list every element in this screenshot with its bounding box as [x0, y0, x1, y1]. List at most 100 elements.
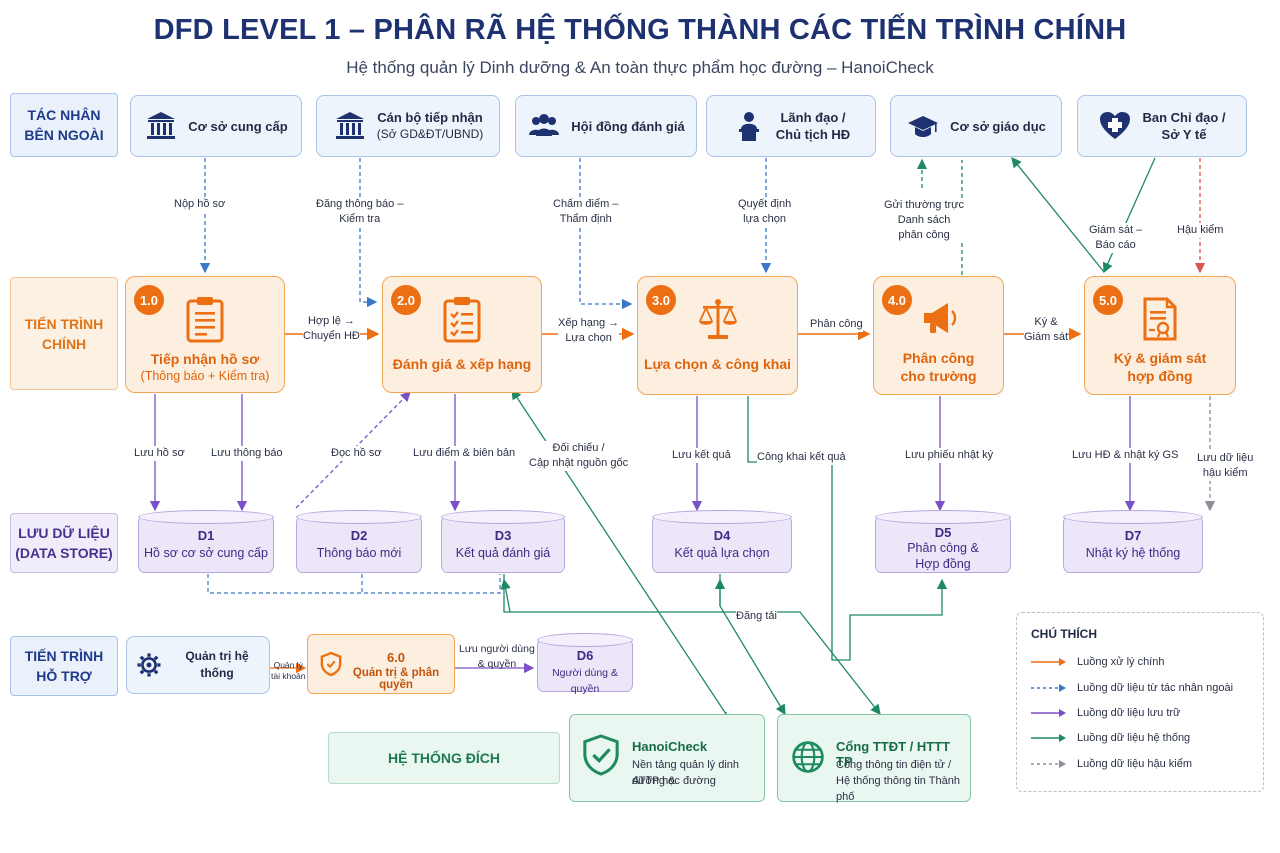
- globe-icon: [792, 741, 824, 773]
- process-3: 3.0 Lựa chọn & công khai: [637, 276, 798, 395]
- health-heart-icon: [1100, 112, 1131, 139]
- flow-label-save-user: Lưu người dùng& quyền: [459, 643, 535, 670]
- page-title: DFD LEVEL 1 – PHÂN RÃ HỆ THỐNG THÀNH CÁC…: [153, 14, 1127, 46]
- process-name: Phân công: [902, 350, 975, 366]
- legend-swatch-gray: [1031, 760, 1066, 768]
- process-name: Tiếp nhận hồ sơ: [150, 351, 260, 367]
- legend-swatch-green: [1031, 734, 1066, 742]
- flow-label-save-log: Lưu phiếu nhật ký: [905, 448, 994, 463]
- actor-receiver: Cán bộ tiếp nhận (Sở GD&ĐT/UBND): [316, 95, 500, 157]
- actor-leader: Lãnh đạo / Chủ tịch HĐ: [706, 95, 876, 157]
- flow-label-crosscheck: Đối chiếu /Cập nhật nguồn gốc: [529, 441, 629, 471]
- page-subtitle: Hệ thống quản lý Dinh dưỡng & An toàn th…: [346, 58, 934, 77]
- band-support: TIẾN TRÌNH HỖ TRỢ: [10, 636, 118, 696]
- flow-score: [579, 158, 633, 310]
- legend-item: Luồng dữ liệu hệ thống: [1031, 730, 1190, 746]
- actor-council-label: Hội đồng đánh giá: [571, 118, 685, 134]
- graduation-cap-icon: [908, 116, 939, 137]
- flow-label-score: Chấm điểm –Thẩm định: [553, 197, 619, 227]
- legend-item: Luồng xử lý chính: [1031, 654, 1164, 670]
- flow-label-post: Đăng tải: [736, 609, 777, 624]
- store-d5: D5 Phân công & Hợp đồng: [875, 510, 1011, 573]
- flow-label-save-score: Lưu điểm & biên bản: [413, 446, 516, 461]
- gear-icon: [137, 653, 161, 677]
- support-admin-label: Quản trị hệ thống: [185, 649, 249, 680]
- flow-store-link: [207, 574, 501, 594]
- flow-label-publish: Công khai kết quả: [757, 450, 846, 465]
- process-name: Lựa chọn & công khai: [643, 356, 792, 372]
- actor-health-label: Ban Chỉ đạo /: [1142, 110, 1226, 125]
- band-target: HỆ THỐNG ĐÍCH: [328, 732, 560, 784]
- band-data-store: LƯU DỮ LIỆU (DATA STORE): [10, 513, 118, 573]
- actor-receiver-sub: (Sở GD&ĐT/UBND): [376, 127, 484, 141]
- flow-label-read-file: Đọc hồ sơ: [331, 446, 382, 461]
- flow-label-rank: Xếp hạng →Lựa chọn: [558, 316, 620, 346]
- store-d7: D7 Nhật ký hệ thống: [1063, 510, 1203, 573]
- actor-health: Ban Chỉ đạo / Sở Y tế: [1077, 95, 1247, 157]
- checklist-icon: [443, 297, 481, 343]
- flow-label-notify: Đăng thông báo –Kiểm tra: [316, 197, 404, 227]
- process-number: 5.0: [1093, 285, 1123, 315]
- group-icon: [529, 114, 560, 136]
- process-name-2: cho trường: [900, 368, 977, 384]
- process-6: 6.0 Quản trị & phân quyền: [307, 634, 455, 694]
- actor-school: Cơ sở giáo dục: [890, 95, 1062, 157]
- legend-title: CHÚ THÍCH: [1031, 627, 1097, 641]
- process-number: 4.0: [882, 285, 912, 315]
- process-number: 2.0: [391, 285, 421, 315]
- band-main-processes: TIẾN TRÌNH CHÍNH: [10, 277, 118, 390]
- process-name: Đánh giá & xếp hạng: [392, 356, 532, 372]
- bank-icon: [147, 112, 176, 139]
- legend-swatch-blue: [1031, 684, 1066, 692]
- flow-label-monitor: Giám sát –Báo cáo: [1089, 223, 1143, 253]
- flow-label-sign: Ký &Giám sát: [1024, 315, 1069, 345]
- actor-council: Hội đồng đánh giá: [515, 95, 697, 157]
- flow-label-save-result: Lưu kết quả: [672, 448, 731, 463]
- actor-school-label: Cơ sở giáo dục: [950, 118, 1046, 134]
- legend: CHÚ THÍCH Luồng xử lý chính Luồng dữ liệ…: [1016, 612, 1264, 792]
- target-hanoicheck-name: HanoiCheck: [632, 739, 708, 754]
- store-d6: D6 Người dùng & quyền: [537, 633, 633, 695]
- process-number-6: 6.0: [386, 650, 406, 665]
- flow-label-save-contract: Lưu HĐ & nhật ký GS: [1072, 448, 1179, 463]
- target-hanoicheck-desc: Nền tảng quản lý dinh dưỡng &: [632, 759, 740, 787]
- process-name-2: hợp đồng: [1127, 368, 1193, 384]
- contract-icon: [1143, 297, 1177, 341]
- bank-icon: [335, 112, 364, 139]
- actor-leader-label-2: Chủ tịch HĐ: [775, 127, 851, 142]
- flow-monitor: [1102, 157, 1156, 274]
- process-name-6: Quản trị & phân quyền: [352, 667, 440, 691]
- actor-health-label-2: Sở Y tế: [1161, 127, 1207, 142]
- store-d4: D4 Kết quả lựa chọn: [652, 510, 792, 573]
- actor-receiver-label: Cán bộ tiếp nhận: [377, 110, 483, 125]
- band-external-actors: TÁC NHÂN BÊN NGOÀI: [10, 93, 118, 157]
- process-2: 2.0 Đánh giá & xếp hạng: [382, 276, 542, 393]
- flow-label-assign: Phân công: [810, 317, 863, 332]
- shield-icon: [320, 651, 342, 677]
- flow-notify: [359, 158, 378, 308]
- megaphone-icon: [923, 303, 956, 333]
- flow-label-valid: Hợp lệ →Chuyển HĐ: [303, 314, 360, 344]
- flow-post: [503, 574, 881, 716]
- process-sub: (Thông báo + Kiểm tra): [140, 369, 270, 383]
- process-name: Ký & giám sát: [1113, 350, 1207, 366]
- legend-swatch-orange: [1031, 658, 1066, 666]
- target-portal-desc-2: Hệ thống thông tin Thành phố: [836, 775, 960, 803]
- actor-supplier-label: Cơ sở cung cấp: [188, 118, 288, 134]
- scales-icon: [698, 299, 737, 339]
- flow-label-save-notice: Lưu thông báo: [211, 446, 283, 461]
- process-5: 5.0 Ký & giám sát hợp đồng: [1084, 276, 1236, 395]
- clipboard-icon: [186, 297, 224, 343]
- process-1: 1.0 Tiếp nhận hồ sơ (Thông báo + Kiểm tr…: [125, 276, 285, 393]
- process-4: 4.0 Phân công cho trường: [873, 276, 1004, 395]
- legend-item: Luồng dữ liệu hậu kiểm: [1031, 756, 1192, 772]
- support-admin: Quản trị hệ thống: [126, 636, 270, 694]
- target-portal-desc: Cổng thông tin điện tử /: [836, 759, 951, 771]
- podium-icon: [738, 112, 759, 141]
- flow-label-postcheck: Hậu kiểm: [1177, 223, 1224, 238]
- actor-leader-label: Lãnh đạo /: [780, 110, 846, 125]
- legend-item: Luồng dữ liệu từ tác nhân ngoài: [1031, 680, 1233, 696]
